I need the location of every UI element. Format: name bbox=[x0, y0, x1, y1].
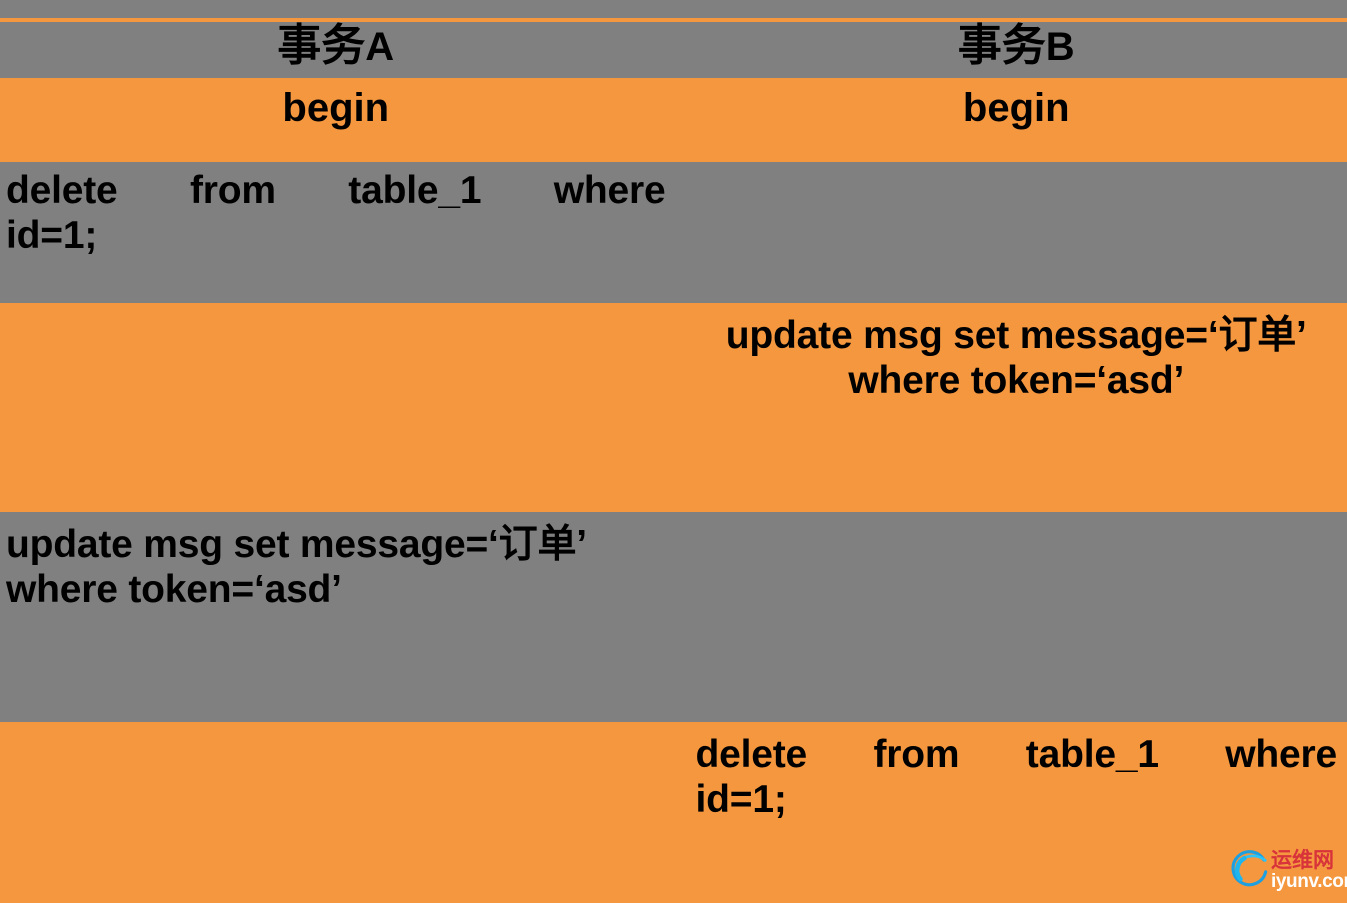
cell-b-empty bbox=[674, 162, 1347, 303]
table-header-row: 事务A 事务B bbox=[0, 22, 1347, 78]
sql-text-b-delete: delete from table_1 where id=1; bbox=[696, 722, 1338, 822]
table-row: update msg set message=‘订单’ where token=… bbox=[0, 303, 1347, 512]
sql-text-b-update: update msg set message=‘订单’ where token=… bbox=[696, 303, 1338, 403]
cell-b-begin: begin bbox=[674, 78, 1347, 162]
header-label-b-cjk: 事务 bbox=[957, 21, 1046, 70]
ring-swoosh-icon bbox=[1229, 848, 1273, 892]
cell-a-update: update msg set message=‘订单’ where token=… bbox=[0, 512, 674, 722]
watermark-text: 运维网 iyunv.com bbox=[1271, 850, 1347, 891]
cell-a-empty bbox=[0, 303, 674, 512]
sql-line-2: where token=‘asd’ bbox=[848, 359, 1185, 403]
top-divider-line bbox=[0, 18, 1347, 22]
cell-a-delete: delete from table_1 where id=1; bbox=[0, 162, 674, 303]
table-row: begin begin bbox=[0, 78, 1347, 162]
sql-text-b-begin: begin bbox=[962, 86, 1070, 130]
sql-text-a-delete: delete from table_1 where id=1; bbox=[6, 162, 666, 258]
sql-line-1: update msg set message=‘订单’ bbox=[725, 314, 1307, 357]
site-watermark: 运维网 iyunv.com bbox=[1229, 845, 1347, 895]
cell-a-empty bbox=[0, 722, 674, 903]
header-cell-transaction-b: 事务B bbox=[674, 22, 1347, 78]
sql-line-1: update msg set message=‘订单’ bbox=[6, 523, 587, 566]
header-label-a-cjk: 事务 bbox=[277, 21, 366, 70]
cell-b-update: update msg set message=‘订单’ where token=… bbox=[674, 303, 1347, 512]
sql-line-2: id=1; bbox=[695, 778, 787, 822]
sql-text-a-update: update msg set message=‘订单’ where token=… bbox=[6, 512, 666, 612]
sql-line-2: id=1; bbox=[6, 214, 98, 258]
cell-b-empty bbox=[674, 512, 1347, 722]
sql-line-1: delete from table_1 where bbox=[6, 169, 666, 212]
sql-text-a-begin: begin bbox=[282, 86, 390, 130]
cell-a-begin: begin bbox=[0, 78, 674, 162]
header-label-a-latin: A bbox=[365, 25, 395, 69]
header-label-b-latin: B bbox=[1045, 25, 1075, 69]
watermark-en-label: iyunv.com bbox=[1271, 870, 1347, 892]
table-row: delete from table_1 where id=1; bbox=[0, 722, 1347, 903]
cell-b-delete: delete from table_1 where id=1; bbox=[674, 722, 1347, 903]
header-cell-transaction-a: 事务A bbox=[0, 22, 674, 78]
watermark-cn-label: 运维网 bbox=[1271, 848, 1334, 872]
table-row: update msg set message=‘订单’ where token=… bbox=[0, 512, 1347, 722]
table-row: delete from table_1 where id=1; bbox=[0, 162, 1347, 303]
sql-line-2: where token=‘asd’ bbox=[6, 568, 342, 612]
sql-line-1: delete from table_1 where bbox=[695, 733, 1338, 776]
